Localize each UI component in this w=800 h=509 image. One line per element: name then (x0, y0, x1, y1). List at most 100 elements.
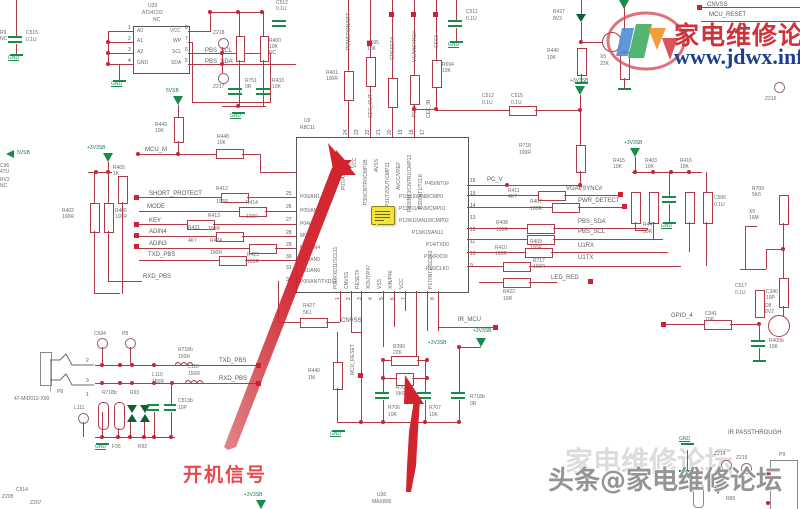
r718b-ref: C517 (735, 283, 747, 289)
junction (152, 363, 156, 367)
wire (438, 291, 439, 317)
wire (701, 7, 800, 8)
r400-nc: NC (269, 50, 277, 56)
net-gpio-4: GPIO_4 (671, 313, 693, 319)
r421-val: 100R (326, 76, 338, 82)
rail-3v3sb-xtal: +3V3SB (473, 328, 492, 334)
net-pbs-scl-top: PBS_SCL (205, 48, 233, 54)
wire (581, 74, 582, 82)
net-adin3: ADIN3 (149, 241, 167, 247)
r406-val: 100R (208, 226, 220, 232)
junction (425, 358, 429, 362)
u9-pin-5: VSS (377, 278, 383, 289)
resistor-r705 (779, 195, 789, 225)
u29-pin-a2: A2 (137, 49, 144, 55)
c514-ref: C513b (178, 398, 193, 404)
r405-ref: R412 (216, 186, 228, 192)
resistor-r422 (631, 192, 641, 224)
wire (130, 422, 131, 438)
wire (351, 332, 361, 333)
wire (108, 281, 142, 282)
z214-ref: C694 (94, 331, 106, 337)
u36-ref: U36 (377, 492, 387, 498)
u9-pinnum-28: 28 (286, 230, 292, 236)
junction (687, 170, 691, 174)
r412-ref: R421 (188, 225, 200, 231)
u29-pinnum-2: 2 (128, 36, 131, 42)
u9-pin-6: XIN/P46 (388, 270, 394, 289)
left-comp-3: RV2 (0, 177, 10, 183)
varistor-f35 (98, 402, 109, 430)
resistor-r406 (187, 220, 215, 230)
r400-val: 10K (269, 44, 278, 50)
wire (383, 378, 396, 379)
wire (581, 42, 603, 43)
c517-val: 0R (470, 401, 477, 407)
wire (467, 266, 503, 267)
wire (263, 12, 264, 36)
wire (701, 21, 800, 22)
wire (108, 42, 133, 43)
r427-ref: R440 (308, 368, 320, 374)
z217-ref: Z217 (213, 84, 225, 90)
u9-pinnum-21: 21 (376, 129, 382, 135)
r427-val: 1M (308, 375, 315, 381)
wire (580, 171, 581, 185)
net-cec1: CEC1 (434, 34, 440, 48)
wire (188, 31, 210, 32)
wire (653, 222, 654, 240)
z207-ref: Z207 (30, 500, 42, 506)
wire (108, 31, 133, 32)
wire (383, 360, 384, 378)
junction (766, 487, 770, 491)
wire (665, 324, 704, 325)
r751-val: 10K (217, 140, 226, 146)
r706-ref: C340 (766, 289, 778, 295)
wire (245, 260, 296, 261)
r409-val: 100R (495, 251, 507, 257)
comment-note-icon[interactable] (371, 206, 395, 225)
gnd-label: GND (448, 42, 460, 48)
wire (564, 195, 620, 196)
u9-ref: U9 (304, 118, 311, 124)
wire (456, 0, 457, 20)
forum-watermark-bottom: 头条@家电维修论坛 (548, 466, 783, 496)
wire (94, 231, 95, 293)
wire (551, 252, 668, 253)
wire (529, 266, 681, 267)
wire (275, 248, 296, 249)
wire (247, 197, 296, 198)
u9-pin-7: VCC (399, 278, 405, 289)
d8-val: 8V2 (553, 16, 562, 22)
junction (130, 363, 134, 367)
r706-val: 10P (766, 295, 775, 301)
net-pbs-scl: PBS_SCL (578, 229, 606, 235)
wire (102, 412, 103, 438)
capacitor-c515 (8, 36, 24, 44)
r406-ref: R413 (208, 213, 220, 219)
wire (759, 324, 760, 340)
wire (188, 53, 270, 54)
wire (242, 154, 260, 155)
junction (116, 435, 120, 439)
u36-part: MAX809 (372, 499, 392, 505)
net-ir-passthrough: IR PASSTHROUGH (728, 430, 782, 436)
wire (326, 322, 340, 323)
resistor-r433 (174, 117, 184, 143)
r407-ref: R408 (496, 220, 508, 226)
p9-ref: P9 (779, 452, 786, 458)
r420-val: 1K (113, 171, 120, 177)
r707-ref: C341 (705, 311, 717, 317)
note-tail (376, 222, 380, 227)
rail-3v3sb-top: +3V3SB (570, 78, 589, 84)
resistor-r421 (344, 71, 354, 101)
u29-pinnum-4: 4 (128, 58, 131, 64)
wire (783, 306, 784, 316)
capacitor-c339 (256, 88, 272, 96)
resistor-r448 (104, 203, 114, 233)
junction (457, 420, 461, 424)
net-u1rx: U1RX (578, 243, 595, 249)
u9-pinnum-6: 6 (390, 297, 396, 300)
capacitor-c511 (448, 20, 464, 28)
u29-pinnum-7: 7 (185, 36, 188, 42)
